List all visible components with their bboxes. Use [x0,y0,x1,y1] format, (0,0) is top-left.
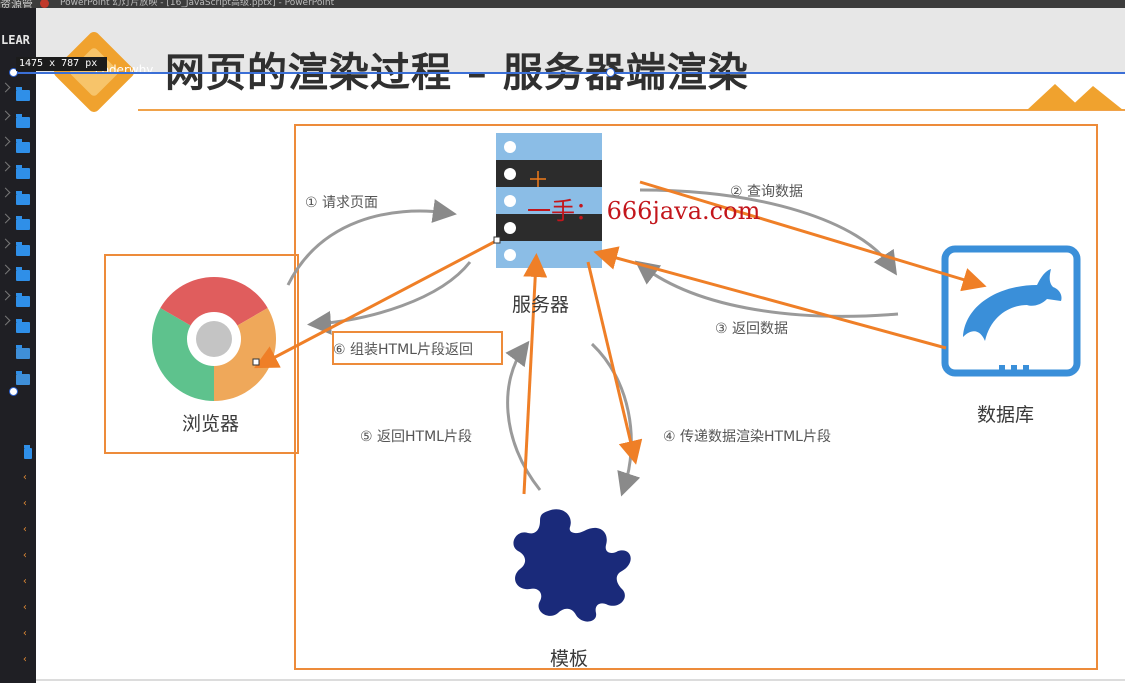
mountain-decoration-icon [1027,84,1123,110]
code-file-icon[interactable]: ‹ [22,654,29,665]
folder-icon[interactable] [16,216,30,230]
browser-label: 浏览器 [182,413,240,435]
folder-icon[interactable] [16,293,30,307]
resize-handle[interactable] [606,68,615,77]
code-file-icon[interactable]: ‹ [22,576,29,587]
step6-frame [332,331,503,365]
code-file-icon[interactable]: ‹ [22,550,29,561]
code-file-icon[interactable]: ‹ [22,472,29,483]
dolphin-database-icon [941,245,1081,377]
resize-handle[interactable] [9,68,18,77]
code-file-icon[interactable]: ‹ [22,628,29,639]
app-title-bar: 资源管 PowerPoint 幻灯片放映 - [16_JavaScript高级.… [0,0,1125,11]
step1-label: ① 请求页面 [305,195,379,211]
code-file-icon[interactable]: ‹ [22,524,29,535]
resize-handle[interactable] [9,387,18,396]
server-rack-icon [496,133,602,268]
code-file-icon[interactable]: ‹ [22,498,29,509]
slide-header-band [36,8,1125,74]
folder-icon[interactable] [16,139,30,153]
step6-label: ⑥ 组装HTML片段返回 [333,342,473,358]
slide-bottom-edge [36,679,1125,681]
selection-bar[interactable] [14,72,1125,74]
folder-icon[interactable] [16,267,30,281]
file-icon[interactable] [24,445,32,459]
size-indicator: 1475 x 787 px [16,57,107,71]
step2-label: ② 查询数据 [730,184,804,200]
puzzle-piece-icon [513,509,631,622]
database-label: 数据库 [977,404,1035,426]
folder-icon[interactable] [16,114,30,128]
watermark-text: 一手： 666java.com [527,197,761,225]
window-title: PowerPoint 幻灯片放映 - [16_JavaScript高级.pptx… [60,0,335,8]
step3-label: ③ 返回数据 [715,321,789,337]
folder-icon[interactable] [16,191,30,205]
template-label: 模板 [550,648,589,670]
folder-icon[interactable] [16,165,30,179]
panel-label: 资源管 [0,0,33,11]
app-icon [40,0,49,8]
step4-label: ④ 传递数据渲染HTML片段 [663,429,831,445]
title-underline [138,109,1125,111]
server-label: 服务器 [512,294,570,316]
folder-open-icon[interactable] [16,345,30,359]
browser-frame [104,254,299,454]
panel-header: LEAR [1,33,30,47]
folder-icon[interactable] [16,242,30,256]
step5-label: ⑤ 返回HTML片段 [360,429,472,445]
code-file-icon[interactable]: ‹ [22,602,29,613]
diagram-frame [294,124,1098,670]
folder-icon[interactable] [16,319,30,333]
file-tree-panel: LEAR ‹ ‹ ‹ ‹ ‹ ‹ ‹ ‹ [0,8,36,683]
folder-icon[interactable] [16,371,30,385]
folder-icon[interactable] [16,87,30,101]
chrome-browser-icon [152,277,276,401]
